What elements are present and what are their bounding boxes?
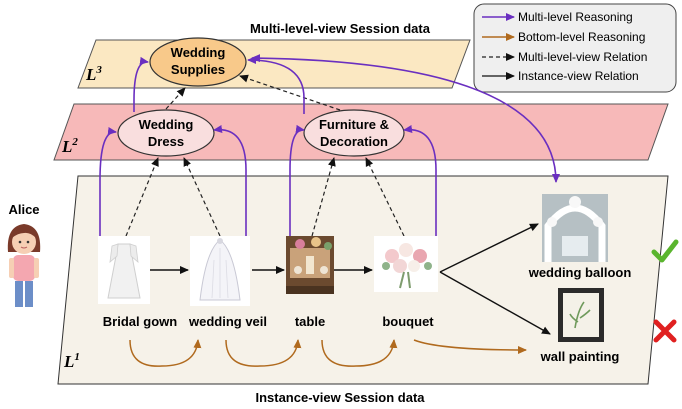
check-icon — [651, 239, 679, 263]
user-avatar — [7, 224, 41, 307]
svg-text:Dress: Dress — [148, 134, 184, 149]
wedding-veil-label: wedding veil — [188, 314, 267, 329]
legend-multi-level-view-relation: Multi-level-view Relation — [518, 50, 647, 64]
legend-bottom-level-reasoning: Bottom-level Reasoning — [518, 30, 645, 44]
legend-instance-view-relation: Instance-view Relation — [518, 69, 639, 83]
level-3-label: L3 — [85, 64, 102, 84]
bridal-gown-label: Bridal gown — [103, 314, 177, 329]
wedding-veil-image — [190, 236, 250, 306]
svg-text:Wedding: Wedding — [171, 45, 226, 60]
node-furniture-decoration: Furniture & Decoration — [303, 109, 405, 157]
level-2-label: L2 — [61, 136, 78, 156]
bouquet-image — [374, 236, 438, 292]
svg-text:Wedding: Wedding — [139, 117, 194, 132]
node-wedding-supplies: Wedding Supplies — [149, 37, 247, 87]
bridal-gown-image — [98, 236, 150, 304]
user-name: Alice — [8, 202, 39, 217]
node-wedding-dress: Wedding Dress — [117, 109, 215, 157]
bouquet-label: bouquet — [382, 314, 434, 329]
table-image — [286, 236, 334, 294]
wall-painting-image — [558, 288, 604, 342]
svg-text:Furniture &: Furniture & — [319, 117, 389, 132]
wedding-balloon-image — [542, 194, 608, 262]
cross-icon — [653, 319, 677, 343]
legend: Multi-level Reasoning Bottom-level Reaso… — [473, 3, 677, 93]
level-3-plane — [77, 39, 471, 89]
instance-view-relations — [150, 223, 551, 335]
wedding-balloon-label: wedding balloon — [528, 265, 632, 280]
svg-text:Decoration: Decoration — [320, 134, 388, 149]
multi-level-reasoning-arrows — [99, 54, 560, 236]
top-title: Multi-level-view Session data — [250, 21, 431, 36]
wall-painting-label: wall painting — [540, 349, 620, 364]
legend-multi-level-reasoning: Multi-level Reasoning — [518, 10, 633, 24]
level-1-label: L1 — [63, 351, 80, 371]
svg-text:Supplies: Supplies — [171, 62, 225, 77]
bottom-title: Instance-view Session data — [255, 390, 425, 405]
bottom-level-reasoning-arrows — [129, 339, 527, 367]
table-label: table — [295, 314, 325, 329]
